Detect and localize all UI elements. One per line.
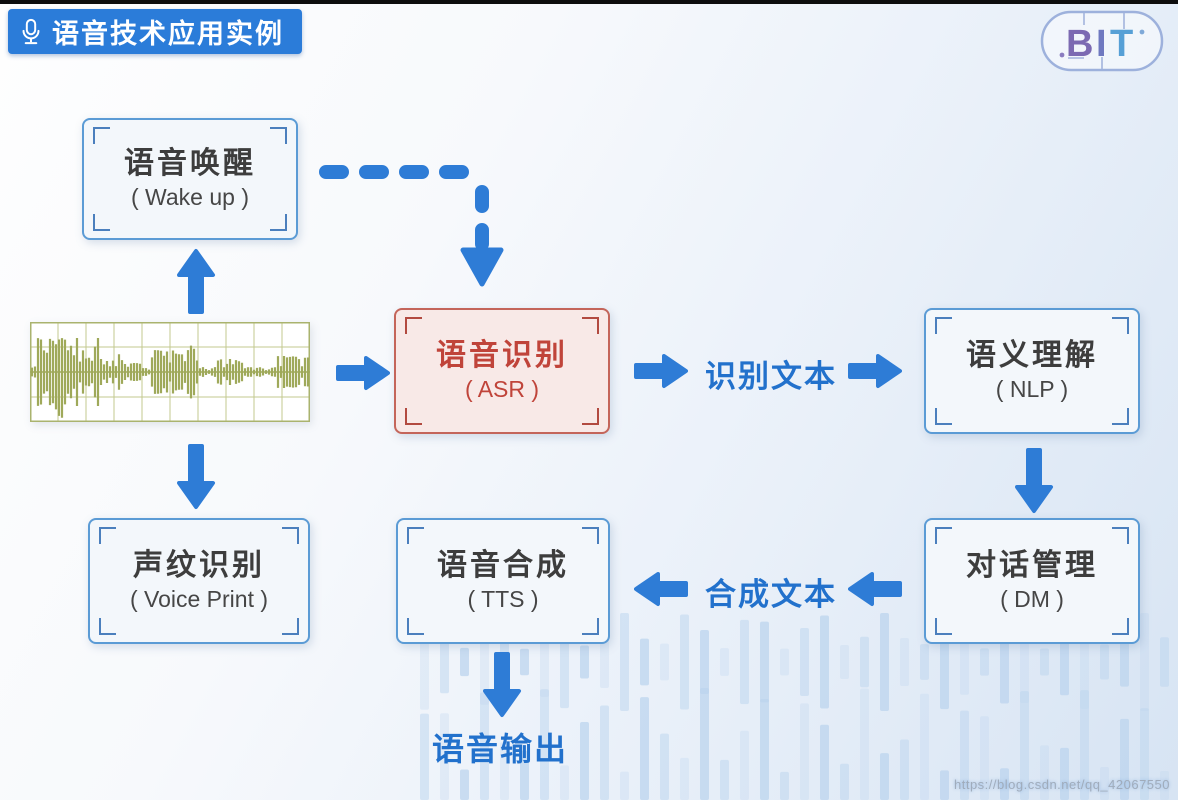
label-recognized-text: 识别文本 [705, 359, 837, 394]
dashed-arrow-wakeup-to-asr [319, 165, 504, 287]
node-tts: 语音合成 ( TTS ) [396, 518, 610, 644]
arrow-tts-to-speech-output [483, 652, 521, 717]
label-synthesized-text: 合成文本 [705, 577, 837, 612]
arrow-dm-to-synthesized-text [848, 572, 902, 606]
node-wake-up-title: 语音唤醒 [124, 147, 256, 180]
audio-waveform-panel [30, 322, 310, 422]
bit-logo: B I T [1040, 10, 1164, 72]
arrow-recognized-text-to-nlp [848, 354, 902, 388]
logo-letter-i: I [1096, 23, 1107, 65]
node-tts-subtitle: ( TTS ) [467, 586, 539, 612]
node-voiceprint: 声纹识别 ( Voice Print ) [88, 518, 310, 644]
title-badge: 语音技术应用实例 [8, 9, 302, 54]
node-voiceprint-subtitle: ( Voice Print ) [129, 586, 269, 612]
arrow-asr-to-recognized-text [634, 354, 688, 388]
label-speech-output: 语音输出 [431, 731, 568, 767]
node-tts-title: 语音合成 [437, 549, 569, 582]
node-nlp: 语义理解 ( NLP ) [924, 308, 1140, 434]
node-voiceprint-title: 声纹识别 [133, 549, 265, 582]
node-nlp-title: 语义理解 [966, 339, 1098, 372]
node-asr: 语音识别 ( ASR ) [394, 308, 610, 434]
node-dm-title: 对话管理 [966, 549, 1098, 582]
node-dm-subtitle: ( DM ) [1000, 586, 1064, 612]
node-wake-up-subtitle: ( Wake up ) [130, 184, 249, 210]
node-wake-up: 语音唤醒 ( Wake up ) [82, 118, 298, 240]
node-dm: 对话管理 ( DM ) [924, 518, 1140, 644]
arrow-waveform-to-asr [336, 356, 390, 390]
node-asr-title: 语音识别 [436, 339, 568, 372]
logo-letter-t: T [1110, 23, 1133, 65]
waveform-trace [30, 338, 310, 418]
arrow-waveform-to-wakeup [177, 249, 215, 314]
arrow-nlp-to-dm [1015, 448, 1053, 513]
top-edge-bar [0, 0, 1178, 4]
node-asr-subtitle: ( ASR ) [464, 376, 540, 402]
page-title: 语音技术应用实例 [52, 19, 284, 49]
equalizer-bars-background [420, 613, 1169, 800]
arrow-synthesized-text-to-tts [634, 572, 688, 606]
arrow-waveform-to-voiceprint [177, 444, 215, 509]
microphone-icon [20, 18, 42, 46]
logo-letter-b: B [1066, 23, 1093, 65]
watermark-url: https://blog.csdn.net/qq_42067550 [954, 777, 1170, 792]
node-nlp-subtitle: ( NLP ) [995, 376, 1069, 402]
